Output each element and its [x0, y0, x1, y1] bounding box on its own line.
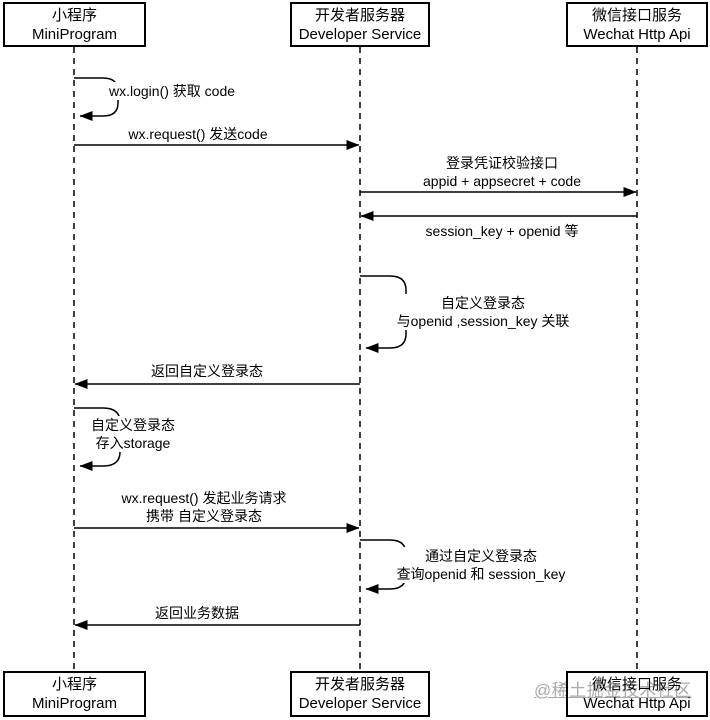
actor-label-zh: 微信接口服务 — [591, 676, 682, 693]
message-label-custom-state: 自定义登录态 与openid ,session_key 关联 — [393, 294, 573, 330]
message-label-session-return: session_key + openid 等 — [425, 223, 579, 239]
actor-label-en: Developer Service — [298, 25, 422, 43]
message-label-query-state: 通过自定义登录态 查询openid 和 session_key — [393, 547, 569, 583]
actor-box-bottom-wechat-api: 微信接口服务 Wechat Http Api — [566, 671, 708, 717]
actor-label-en: Developer Service — [298, 695, 422, 712]
watermark-text: @稀土掘金技术社区 — [534, 681, 692, 700]
message-label-return-data: 返回业务数据 — [155, 605, 239, 621]
message-label-send-code: wx.request() 发送code — [128, 126, 268, 142]
actor-label-zh: 微信接口服务 — [591, 6, 682, 24]
message-label-verify-credentials: 登录凭证校验接口 appid + appsecret + code — [422, 155, 582, 189]
actor-label-en: MiniProgram — [31, 695, 118, 712]
actor-label-zh: 小程序 — [51, 6, 97, 24]
message-label-login-self: wx.login() 获取 code — [106, 82, 239, 100]
actor-box-bottom-miniprogram: 小程序 MiniProgram — [3, 671, 146, 717]
actor-label-zh: 开发者服务器 — [314, 6, 405, 24]
actor-label-zh: 小程序 — [51, 676, 97, 693]
actor-box-top-developer-service: 开发者服务器 Developer Service — [290, 2, 430, 47]
actor-label-en: Wechat Http Api — [583, 25, 691, 43]
message-label-business-request: wx.request() 发起业务请求 携带 自定义登录态 — [121, 490, 287, 524]
message-label-store-state: 自定义登录态 存入storage — [88, 416, 178, 452]
message-label-return-state: 返回自定义登录态 — [151, 363, 263, 379]
actor-label-en: MiniProgram — [31, 25, 118, 43]
actor-box-top-wechat-api: 微信接口服务 Wechat Http Api — [566, 2, 708, 47]
actor-box-bottom-developer-service: 开发者服务器 Developer Service — [290, 671, 430, 717]
actor-box-top-miniprogram: 小程序 MiniProgram — [3, 2, 146, 47]
actor-label-zh: 开发者服务器 — [314, 676, 405, 693]
actor-label-en: Wechat Http Api — [583, 695, 691, 712]
